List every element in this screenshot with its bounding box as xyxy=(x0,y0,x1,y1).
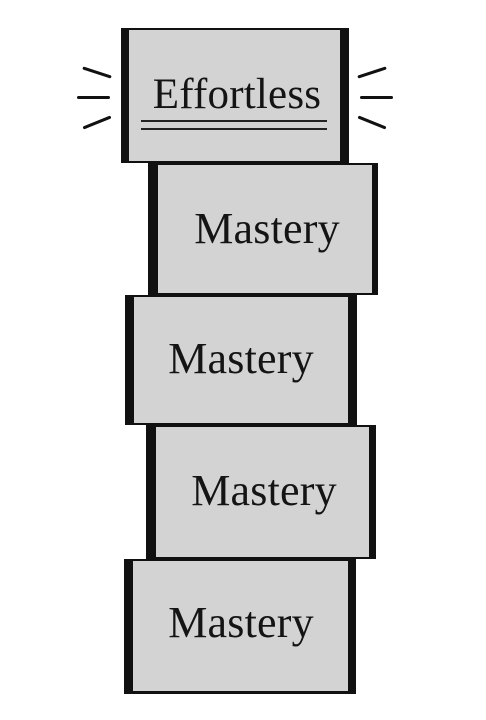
block-bottom-edge xyxy=(148,293,378,295)
block-label-mastery: Mastery xyxy=(191,466,337,515)
block-bottom-edge xyxy=(121,161,349,163)
block-top-edge xyxy=(121,28,349,30)
shine-line-right-upper xyxy=(357,66,387,79)
block-top-edge xyxy=(125,295,357,297)
block-left-edge xyxy=(146,425,156,559)
block-top-edge xyxy=(148,163,378,165)
double-underline-bottom xyxy=(141,128,327,130)
double-underline-top xyxy=(141,120,327,122)
shine-line-right-middle xyxy=(360,96,393,99)
block-right-edge xyxy=(372,163,378,295)
block-bottom-edge xyxy=(146,557,376,559)
block-left-edge xyxy=(148,163,158,295)
block-label-mastery: Mastery xyxy=(168,334,314,383)
shine-line-left-lower xyxy=(82,115,112,130)
block-right-edge xyxy=(348,559,356,694)
mastery-block-3: Mastery xyxy=(146,425,376,559)
block-left-edge xyxy=(125,295,134,425)
block-right-edge xyxy=(340,28,349,163)
shine-line-left-middle xyxy=(77,96,110,99)
mastery-block-1: Mastery xyxy=(148,163,378,295)
effortless-block: Effortless xyxy=(121,28,349,163)
mastery-block-4: Mastery xyxy=(124,559,356,694)
mastery-block-2: Mastery xyxy=(125,295,357,425)
block-bottom-edge xyxy=(124,691,356,694)
block-right-edge xyxy=(369,425,376,559)
block-top-edge xyxy=(124,559,356,561)
block-label-effortless: Effortless xyxy=(152,71,322,118)
shine-line-right-lower xyxy=(357,115,387,130)
block-label-mastery: Mastery xyxy=(194,204,340,253)
block-right-edge xyxy=(348,295,357,425)
block-top-edge xyxy=(146,425,376,427)
block-bottom-edge xyxy=(125,423,357,425)
block-label-mastery: Mastery xyxy=(168,598,314,647)
block-left-edge xyxy=(121,28,129,163)
block-left-edge xyxy=(124,559,133,694)
shine-line-left-upper xyxy=(82,66,112,79)
